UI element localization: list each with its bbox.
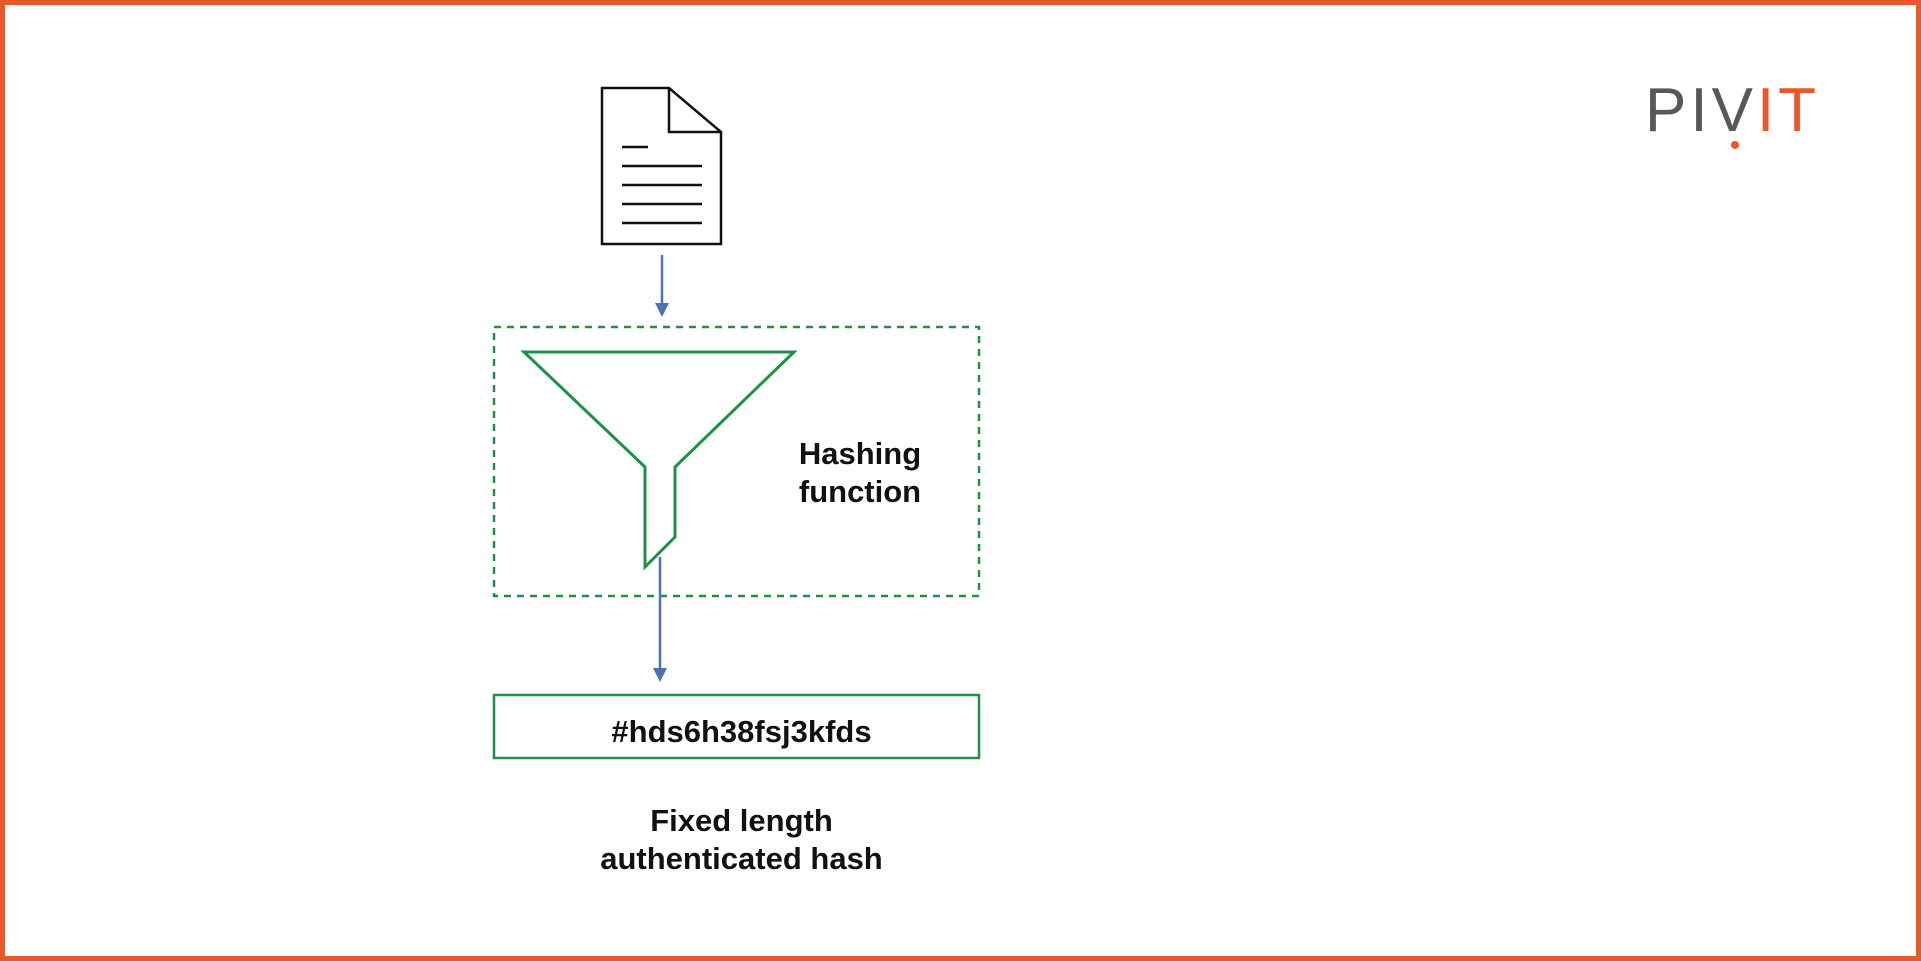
caption-line2: authenticated hash <box>600 841 883 876</box>
hash-output-value: #hds6h38fsj3kfds <box>611 714 872 749</box>
hash-output-box <box>492 693 981 760</box>
logo-text-orange: IT <box>1757 76 1820 145</box>
funnel-icon <box>520 350 798 571</box>
logo-text-gray: PIV <box>1645 76 1757 145</box>
hashing-label-line1: Hashing <box>798 436 922 471</box>
hashing-diagram <box>492 86 981 760</box>
hashing-label-line2: function <box>798 474 922 509</box>
hashing-function-label: Hashing function <box>745 435 975 511</box>
logo-dot <box>1731 141 1739 149</box>
pivit-logo: PIVIT <box>1645 76 1820 149</box>
svg-text:PIVIT: PIVIT <box>1645 76 1820 145</box>
output-caption: Fixed length authenticated hash <box>498 802 985 878</box>
caption-line1: Fixed length <box>650 803 833 838</box>
document-icon <box>600 86 723 246</box>
